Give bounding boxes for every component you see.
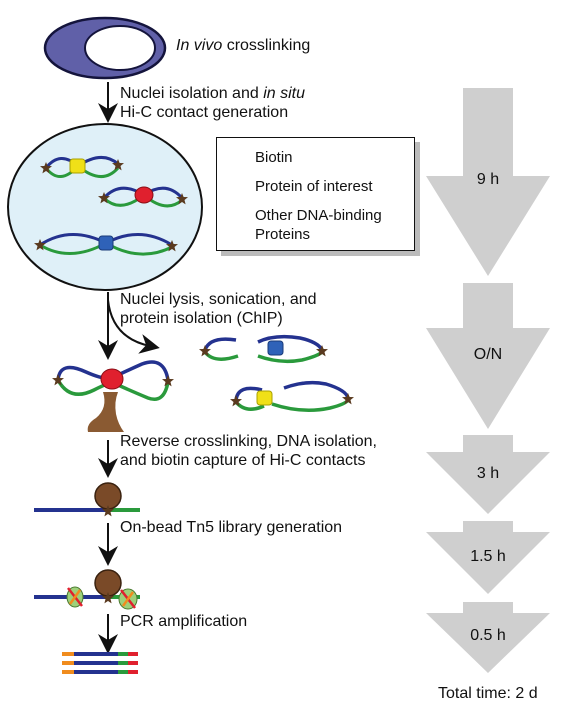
time-3h: 3 h [476,465,500,482]
cell-icon [43,16,167,80]
step-3-label-line2: protein isolation (ChIP) [120,310,283,327]
time-9h: 9 h [476,171,500,188]
protein-yellow-1 [69,158,86,174]
discarded-loops [199,334,354,412]
legend-other-line2: Proteins [255,226,311,243]
legend-other-line1: Other DNA-binding [255,207,382,224]
step-1-label: In vivo crosslinking [176,37,311,54]
time-arrow-1-5h [426,521,550,594]
time-arrow-9h [426,88,550,276]
legend-box [216,137,415,251]
time-arrows [426,88,550,673]
tn5-right [118,588,138,610]
step-3-label-line1: Nuclei lysis, sonication, and [120,291,317,308]
protein-blue-2 [267,340,284,356]
chip-complex [52,360,174,432]
tn5-left [66,586,84,608]
protein-red-2 [100,368,124,390]
time-overnight: O/N [473,346,503,363]
step-2-label-line2: Hi-C contact generation [120,104,289,121]
legend-biotin: Biotin [255,149,293,166]
legend-protein-of-interest: Protein of interest [255,178,373,195]
protein-red-1 [134,186,154,204]
nucleus [7,123,203,291]
step-4-label-line2: and biotin capture of Hi-C contacts [120,452,366,469]
bead-dna [34,482,140,517]
protein-yellow-2 [256,390,273,406]
step-2-label-line1: Nuclei isolation and in situ [120,85,305,102]
total-time: Total time: 2 d [438,685,538,702]
library-fragments [62,652,138,674]
time-1-5h: 1.5 h [470,548,506,565]
protein-blue-1 [98,235,114,251]
time-arrow-3h [426,435,550,514]
step-6-label: PCR amplification [120,613,248,630]
step-arrows [98,82,160,654]
step-4-label-line1: Reverse crosslinking, DNA isolation, [120,433,377,450]
tn5-dna [34,569,140,610]
time-arrow-0-5h [426,602,550,673]
time-0-5h: 0.5 h [470,627,506,644]
step-5-label: On-bead Tn5 library generation [120,519,343,536]
time-arrow-overnight [426,283,550,429]
